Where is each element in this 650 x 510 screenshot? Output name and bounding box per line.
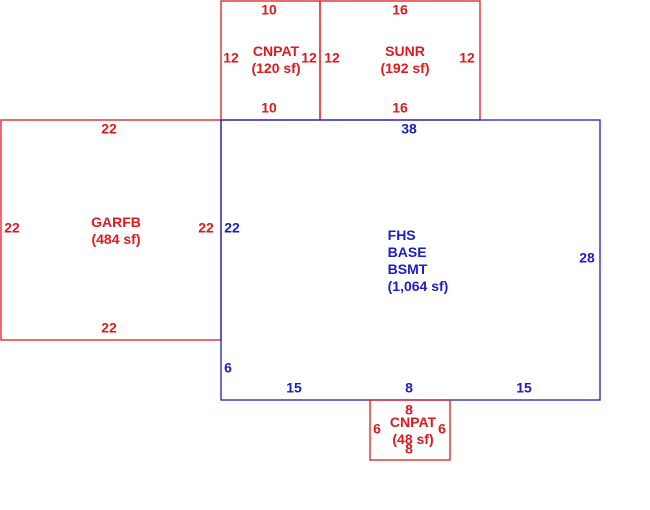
cnpat-bottom-label: CNPAT (48 sf) bbox=[390, 414, 436, 448]
fhs-dim-right: 28 bbox=[579, 249, 595, 266]
fhs-line3: BSMT bbox=[387, 261, 428, 277]
cnpat-bottom-dim-top: 8 bbox=[405, 401, 413, 418]
cnpat-top-dim-right: 12 bbox=[301, 49, 317, 66]
sunr-label: SUNR (192 sf) bbox=[380, 43, 429, 77]
sunr-area: (192 sf) bbox=[380, 60, 430, 76]
fhs-dim-top: 38 bbox=[401, 120, 417, 137]
cnpat-bottom-dim-left: 6 bbox=[373, 420, 381, 437]
garfb-dim-left: 22 bbox=[4, 219, 20, 236]
garfb-code: GARFB bbox=[91, 214, 141, 230]
sunr-dim-right: 12 bbox=[459, 49, 475, 66]
fhs-dim-bottom-right: 15 bbox=[516, 379, 532, 396]
cnpat-top-area: (120 sf) bbox=[251, 60, 301, 76]
cnpat-bottom-outline bbox=[369, 399, 451, 461]
sunr-dim-bottom: 16 bbox=[392, 99, 408, 116]
fhs-line2: BASE bbox=[387, 244, 427, 260]
garfb-area: (484 sf) bbox=[91, 231, 141, 247]
fhs-dim-bottom-left: 15 bbox=[286, 379, 302, 396]
garfb-dim-bottom: 22 bbox=[101, 319, 117, 336]
sunr-dim-top: 16 bbox=[392, 1, 408, 18]
cnpat-bottom-dim-right: 6 bbox=[438, 420, 446, 437]
fhs-label: FHS BASE BSMT (1,064 sf) bbox=[388, 227, 449, 295]
cnpat-top-dim-bottom: 10 bbox=[261, 99, 277, 116]
fhs-dim-left-lower: 6 bbox=[224, 359, 232, 376]
cnpat-bottom-code: CNPAT bbox=[389, 414, 437, 430]
cnpat-top-dim-top: 10 bbox=[261, 1, 277, 18]
cnpat-top-label: CNPAT (120 sf) bbox=[251, 43, 300, 77]
garfb-label: GARFB (484 sf) bbox=[91, 214, 141, 248]
fhs-area: (1,064 sf) bbox=[387, 278, 449, 294]
fhs-line1: FHS bbox=[387, 227, 416, 243]
garfb-dim-top: 22 bbox=[101, 120, 117, 137]
cnpat-bottom-area: (48 sf) bbox=[392, 431, 434, 447]
sunr-code: SUNR bbox=[385, 43, 425, 59]
cnpat-top-code: CNPAT bbox=[252, 43, 300, 59]
garfb-dim-right: 22 bbox=[198, 219, 214, 236]
fhs-dim-left: 22 bbox=[224, 219, 240, 236]
fhs-dim-bottom-mid: 8 bbox=[405, 379, 413, 396]
cnpat-bottom-dim-bottom: 8 bbox=[405, 440, 413, 457]
sunr-dim-left: 12 bbox=[324, 49, 340, 66]
cnpat-top-dim-left: 12 bbox=[223, 49, 239, 66]
